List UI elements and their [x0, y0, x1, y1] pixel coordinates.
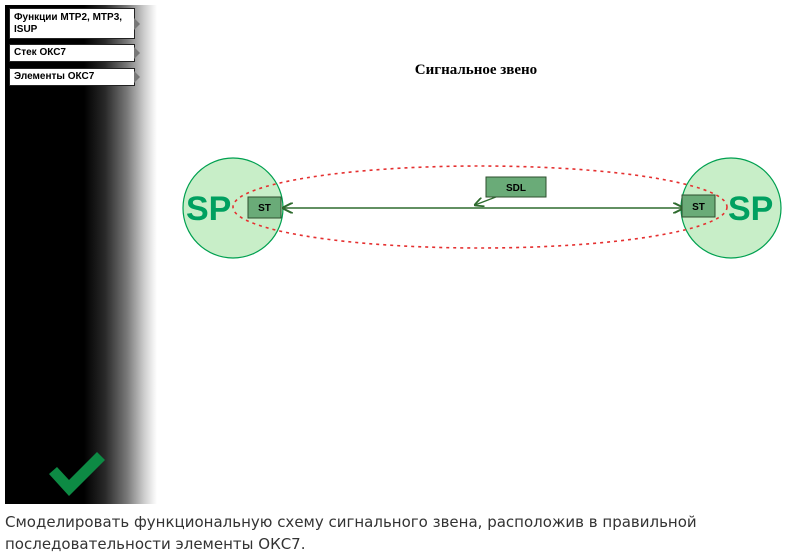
tab-label: Стек ОКС7: [14, 47, 66, 58]
tab-label: Элементы ОКС7: [14, 71, 95, 82]
checkmark-icon[interactable]: [49, 452, 105, 498]
tab-ss7-stack[interactable]: Стек ОКС7: [9, 44, 140, 62]
right-st-label: ST: [692, 202, 705, 213]
tab-mtp-functions[interactable]: Функции МТР2, МТР3, ISUP: [9, 8, 140, 39]
left-st-block[interactable]: [247, 196, 282, 219]
tab-ss7-elements[interactable]: Элементы ОКС7: [9, 68, 140, 86]
right-st-block[interactable]: [681, 194, 716, 218]
left-st-label: ST: [258, 203, 271, 214]
sdl-block[interactable]: [485, 176, 547, 198]
tab-label: Функции МТР2, МТР3, ISUP: [14, 11, 123, 35]
right-sp-label: SP: [728, 190, 773, 228]
sdl-label: SDL: [506, 183, 526, 194]
task-instruction: Смоделировать функциональную схему сигна…: [5, 513, 697, 553]
diagram-title: Сигнальное звено: [415, 62, 537, 78]
left-sp-label: SP: [186, 190, 231, 228]
sidebar: Функции МТР2, МТР3, ISUP Стек ОКС7 Элеме…: [5, 5, 157, 504]
signaling-link-diagram: Сигнальное звено SP SP ST ST SDL: [182, 62, 782, 259]
signaling-link-boundary: [232, 165, 728, 249]
